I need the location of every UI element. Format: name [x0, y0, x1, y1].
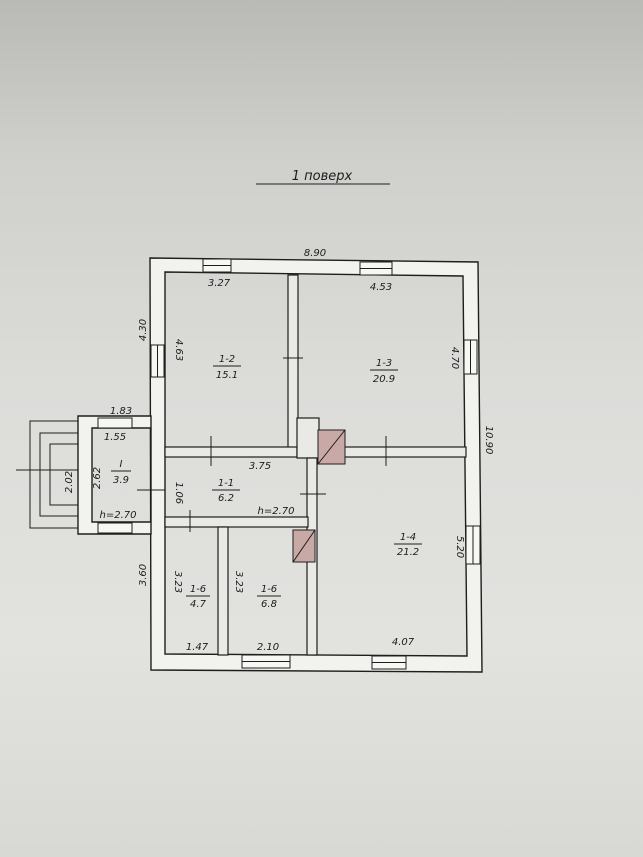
svg-text:6.8: 6.8	[261, 599, 277, 610]
svg-text:1-6: 1-6	[190, 584, 206, 595]
dim-room-1-4-width: 4.07	[392, 637, 415, 648]
room-label-porch: I 3.9	[111, 459, 131, 486]
windows	[150, 258, 481, 670]
dim-porch-side: 2.02	[64, 471, 75, 493]
svg-text:21.2: 21.2	[397, 547, 419, 558]
dim-corridor-height: 1.06	[173, 482, 184, 504]
room-label-1-6b: 1-6 6.8	[257, 584, 281, 610]
dim-corridor-width: 3.75	[249, 461, 271, 472]
svg-text:1-2: 1-2	[219, 354, 235, 365]
svg-text:I: I	[120, 459, 123, 470]
dim-room-1-6a-width: 1.47	[186, 642, 209, 653]
dim-room-1-6b-height: 3.23	[233, 571, 244, 593]
room-label-1-4: 1-4 21.2	[394, 532, 422, 558]
dim-room-1-2-width: 3.27	[208, 278, 231, 289]
door-marks	[137, 357, 387, 532]
room-label-1-3: 1-3 20.9	[370, 358, 398, 385]
porch	[16, 415, 152, 535]
svg-text:1-1: 1-1	[218, 478, 234, 489]
dim-left-lower: 3.60	[138, 564, 149, 586]
dim-room-1-6b-width: 2.10	[257, 642, 279, 653]
dim-corridor-ceiling: h=2.70	[258, 506, 295, 517]
svg-text:15.1: 15.1	[216, 370, 238, 381]
stove-upper	[317, 429, 346, 465]
dim-room-1-3-width: 4.53	[370, 282, 392, 293]
dim-porch-inner-width: 1.55	[104, 432, 126, 443]
dim-porch-outer-width: 1.83	[110, 406, 132, 417]
svg-text:1-3: 1-3	[376, 358, 392, 369]
interior-partitions	[164, 274, 467, 656]
dim-porch-ceiling: h=2.70	[100, 510, 137, 521]
dim-left-upper: 4.30	[138, 319, 149, 341]
room-label-1-2: 1-2 15.1	[213, 354, 241, 381]
svg-text:1-6: 1-6	[261, 584, 277, 595]
dim-top-width: 8.90	[304, 248, 326, 259]
svg-text:4.7: 4.7	[190, 599, 207, 610]
dim-room-1-3-height: 4.70	[449, 347, 460, 369]
floor-title: 1 поверх	[292, 169, 353, 184]
svg-text:3.9: 3.9	[113, 475, 129, 486]
svg-text:6.2: 6.2	[218, 493, 234, 504]
dim-room-1-6a-height: 3.23	[172, 571, 183, 593]
room-label-1-6a: 1-6 4.7	[186, 584, 210, 610]
room-label-1-1: 1-1 6.2	[212, 478, 240, 504]
dim-right-full: 10.90	[483, 426, 494, 455]
svg-text:1-4: 1-4	[400, 532, 416, 543]
dim-room-1-4-height: 5.20	[454, 536, 465, 558]
dim-room-1-2-height: 4.63	[173, 339, 184, 361]
stove-lower	[292, 529, 316, 563]
dim-porch-height: 2.62	[92, 467, 103, 489]
svg-text:20.9: 20.9	[373, 374, 395, 385]
